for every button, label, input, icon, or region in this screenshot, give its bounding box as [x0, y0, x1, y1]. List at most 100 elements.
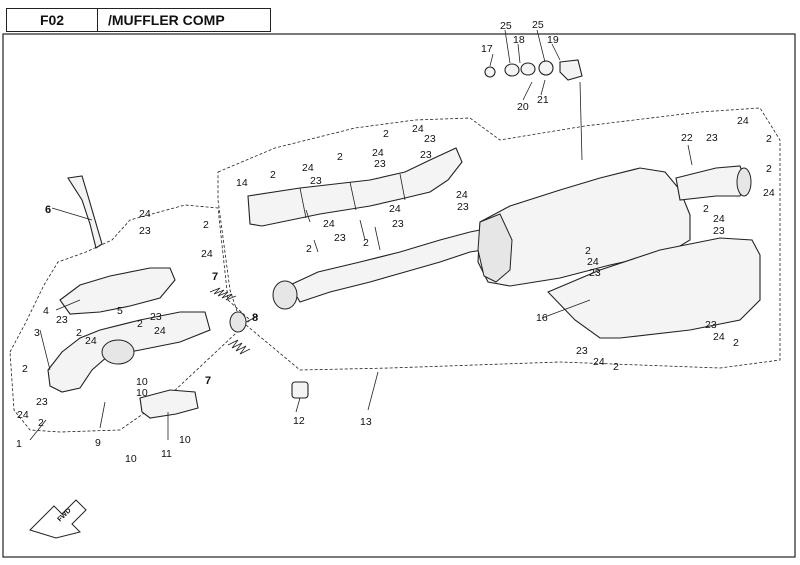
header-flange: [101, 339, 135, 365]
catalyst-section: [477, 213, 513, 283]
oxygen-sensor-6: [67, 175, 103, 249]
callout-23: 23: [392, 218, 404, 230]
mid-pipe: [289, 227, 496, 303]
callout-16: 16: [536, 312, 548, 324]
callout-24: 24: [323, 218, 335, 230]
callout-23: 23: [310, 175, 322, 187]
callout-23: 23: [36, 396, 48, 408]
tail-pipe-tip: [736, 167, 752, 197]
callout-2: 2: [306, 243, 312, 255]
figure-title: /MUFFLER COMP: [108, 12, 225, 28]
callout-2: 2: [613, 361, 619, 373]
callout-23: 23: [589, 267, 601, 279]
callout-23: 23: [150, 311, 162, 323]
callout-2: 2: [703, 203, 709, 215]
figure-code: F02: [7, 9, 98, 31]
callout-10: 10: [179, 434, 191, 446]
callout-7: 7: [205, 375, 211, 387]
callout-24: 24: [763, 187, 775, 199]
callout-25: 25: [500, 20, 512, 32]
callout-24: 24: [713, 213, 725, 225]
callout-24: 24: [139, 208, 151, 220]
diagram-header: F02 /MUFFLER COMP: [6, 8, 271, 32]
callout-2: 2: [585, 245, 591, 257]
callout-2: 2: [733, 337, 739, 349]
callout-7: 7: [212, 271, 218, 283]
callout-24: 24: [713, 331, 725, 343]
callout-4: 4: [43, 305, 49, 317]
callout-2: 2: [383, 128, 389, 140]
callout-23: 23: [139, 225, 151, 237]
callout-2: 2: [337, 151, 343, 163]
callout-2: 2: [38, 417, 44, 429]
callout-24: 24: [389, 203, 401, 215]
callout-24: 24: [85, 335, 97, 347]
part-25-washer: [520, 62, 536, 76]
callout-10: 10: [136, 376, 148, 388]
spring-7-lower: [227, 339, 251, 355]
outer-frame: [2, 33, 796, 558]
callout-5: 5: [117, 305, 123, 317]
gasket-8: [229, 311, 247, 333]
callout-24: 24: [302, 162, 314, 174]
callout-23: 23: [706, 132, 718, 144]
part-25-washer-b: [538, 60, 554, 76]
part-19-bracket: [559, 59, 583, 81]
callout-24: 24: [372, 147, 384, 159]
callout-19: 19: [547, 34, 559, 46]
spring-7-upper: [209, 287, 237, 301]
heat-shield-14: [247, 147, 463, 227]
callout-23: 23: [374, 158, 386, 170]
callout-9: 9: [95, 437, 101, 449]
header-heat-shield-4: [59, 267, 176, 315]
muffler-body: [477, 167, 691, 287]
callout-23: 23: [420, 149, 432, 161]
callout-2: 2: [22, 363, 28, 375]
callout-24: 24: [456, 189, 468, 201]
callout-24: 24: [593, 356, 605, 368]
callout-labels: 17 25 18 25 19 20 21 22 23 24 2 2 24 2 2…: [16, 19, 775, 465]
callout-23: 23: [56, 314, 68, 326]
callout-2: 2: [137, 318, 143, 330]
callout-24: 24: [412, 123, 424, 135]
callout-1: 1: [16, 438, 22, 450]
callout-24: 24: [154, 325, 166, 337]
callout-24: 24: [17, 409, 29, 421]
callout-22: 22: [681, 132, 693, 144]
bracket-11: [139, 389, 199, 419]
callout-24: 24: [737, 115, 749, 127]
pipe-inlet-flange: [272, 280, 298, 310]
callout-2: 2: [766, 163, 772, 175]
callout-23: 23: [705, 319, 717, 331]
callout-2: 2: [766, 133, 772, 145]
callout-2: 2: [76, 327, 82, 339]
callout-23: 23: [334, 232, 346, 244]
callout-10: 10: [125, 453, 137, 465]
part-18-washer: [504, 63, 520, 77]
callout-21: 21: [537, 94, 549, 106]
callout-23: 23: [713, 225, 725, 237]
callout-20: 20: [517, 101, 529, 113]
callout-14: 14: [236, 177, 248, 189]
callout-24: 24: [201, 248, 213, 260]
callout-6: 6: [45, 204, 51, 216]
muffler-heat-shield-16: [547, 237, 761, 339]
callout-2: 2: [203, 219, 209, 231]
callout-24: 24: [587, 256, 599, 268]
forward-direction-icon: [29, 499, 87, 539]
tail-pipe-22: [675, 165, 747, 201]
callout-23: 23: [576, 345, 588, 357]
callout-23: 23: [457, 201, 469, 213]
callout-2: 2: [363, 237, 369, 249]
callout-25: 25: [532, 19, 544, 31]
callout-23: 23: [424, 133, 436, 145]
callout-17: 17: [481, 43, 493, 55]
heat-shield-14-ribs: [299, 173, 406, 219]
callout-3: 3: [34, 327, 40, 339]
callout-8: 8: [252, 312, 258, 324]
callout-11: 11: [161, 448, 172, 460]
manifold-group-outline: [9, 204, 251, 433]
callout-12: 12: [293, 415, 305, 427]
